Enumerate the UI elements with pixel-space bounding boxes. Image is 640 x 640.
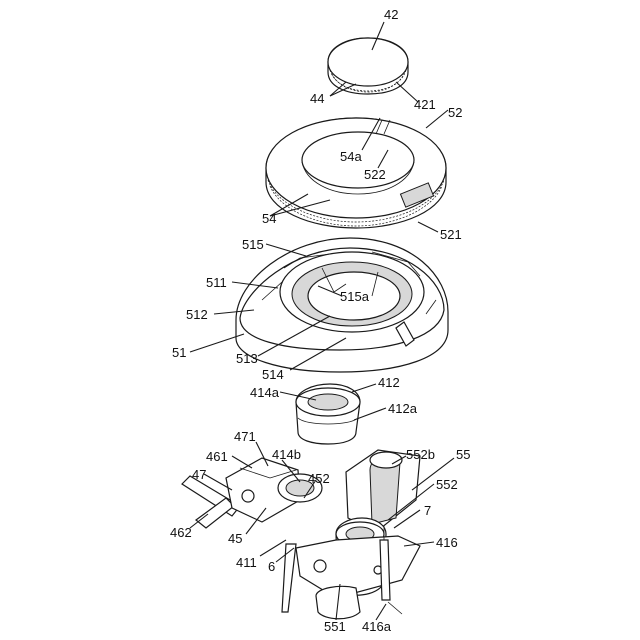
label-514: 514 — [262, 368, 284, 381]
injector-sleeve-412 — [296, 384, 360, 444]
label-412a: 412a — [388, 402, 417, 415]
label-513: 513 — [236, 352, 258, 365]
label-515a: 515a — [340, 290, 369, 303]
label-416: 416 — [436, 536, 458, 549]
label-45: 45 — [228, 532, 242, 545]
label-471: 471 — [234, 430, 256, 443]
label-521: 521 — [440, 228, 462, 241]
label-552: 552 — [436, 478, 458, 491]
label-462: 462 — [170, 526, 192, 539]
label-515: 515 — [242, 238, 264, 251]
label-54a: 54a — [340, 150, 362, 163]
burner-body-51 — [236, 238, 448, 372]
label-421: 421 — [414, 98, 436, 111]
label-414b: 414b — [272, 448, 301, 461]
cover-ring-52 — [266, 118, 446, 228]
label-42: 42 — [384, 8, 398, 21]
label-511: 511 — [206, 276, 227, 289]
label-416a: 416a — [362, 620, 391, 633]
label-55: 55 — [456, 448, 470, 461]
label-52: 52 — [448, 106, 462, 119]
label-414a: 414a — [250, 386, 279, 399]
label-7: 7 — [424, 504, 431, 517]
label-47: 47 — [192, 468, 206, 481]
label-512: 512 — [186, 308, 208, 321]
label-452: 452 — [308, 472, 330, 485]
label-522: 522 — [364, 168, 386, 181]
label-6: 6 — [268, 560, 275, 573]
label-51: 51 — [172, 346, 186, 359]
label-461: 461 — [206, 450, 228, 463]
base-assembly — [182, 450, 420, 619]
label-54: 54 — [262, 212, 276, 225]
label-411: 411 — [236, 556, 257, 569]
label-551: 551 — [324, 620, 346, 633]
label-552b: 552b — [406, 448, 435, 461]
label-44: 44 — [310, 92, 324, 105]
label-412: 412 — [378, 376, 400, 389]
burner-cap-42 — [328, 38, 408, 94]
